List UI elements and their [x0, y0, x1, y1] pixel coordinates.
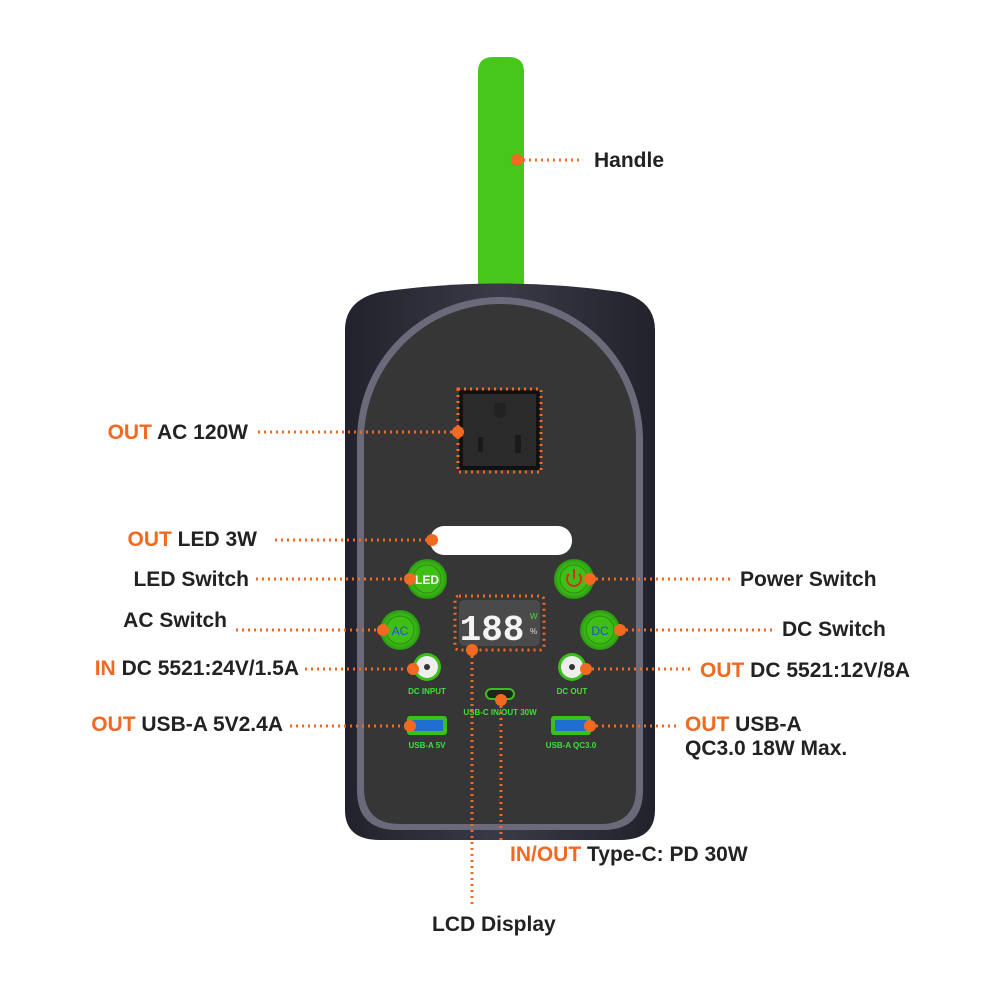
ac-outlet-slot [515, 435, 521, 453]
power-switch-button[interactable] [554, 559, 594, 599]
label-type-c: IN/OUT Type-C: PD 30W [510, 843, 748, 866]
label-ac-out: OUT AC 120W [107, 421, 248, 444]
led-light-bar [430, 526, 572, 555]
ac-outlet-ground [494, 403, 506, 418]
dc-button-label: DC [591, 624, 609, 638]
ac-switch-button[interactable]: AC [380, 610, 420, 650]
dc-input-label: DC INPUT [408, 687, 446, 696]
label-led-out: OUT LED 3W [127, 528, 257, 551]
front-panel [364, 304, 636, 824]
lcd-unit-percent: % [530, 627, 537, 636]
label-lcd: LCD Display [432, 913, 556, 936]
leader-dots [377, 154, 626, 732]
ac-button-label: AC [392, 624, 409, 638]
dc-output-port[interactable] [558, 653, 586, 681]
label-dc-out: OUT DC 5521:12V/8A [700, 659, 911, 682]
label-dc-in: IN DC 5521:24V/1.5A [94, 657, 299, 680]
handle [478, 57, 524, 300]
power-icon [566, 569, 582, 587]
dc-out-label: DC OUT [557, 687, 588, 696]
leader-lines [236, 158, 776, 905]
label-usb-a-5v: OUT USB-A 5V2.4A [91, 713, 283, 736]
lcd-digits: 188 [460, 610, 525, 651]
led-switch-button[interactable]: LED [407, 559, 447, 599]
usb-a-5v-label: USB-A 5V [408, 741, 446, 750]
dc-switch-button[interactable]: DC [580, 610, 620, 650]
label-dc-switch: DC Switch [782, 618, 886, 641]
label-power-switch: Power Switch [740, 568, 877, 591]
lcd-unit-watt: W [530, 612, 538, 621]
dc-input-port[interactable] [413, 653, 441, 681]
lcd-display [459, 600, 540, 646]
label-ac-switch: AC Switch [123, 609, 227, 632]
usb-a-qc-label: USB-A QC3.0 [546, 741, 597, 750]
led-button-label: LED [415, 573, 439, 587]
label-led-switch: LED Switch [133, 568, 249, 591]
label-handle: Handle [594, 149, 665, 172]
ac-outlet-slot [478, 437, 483, 452]
